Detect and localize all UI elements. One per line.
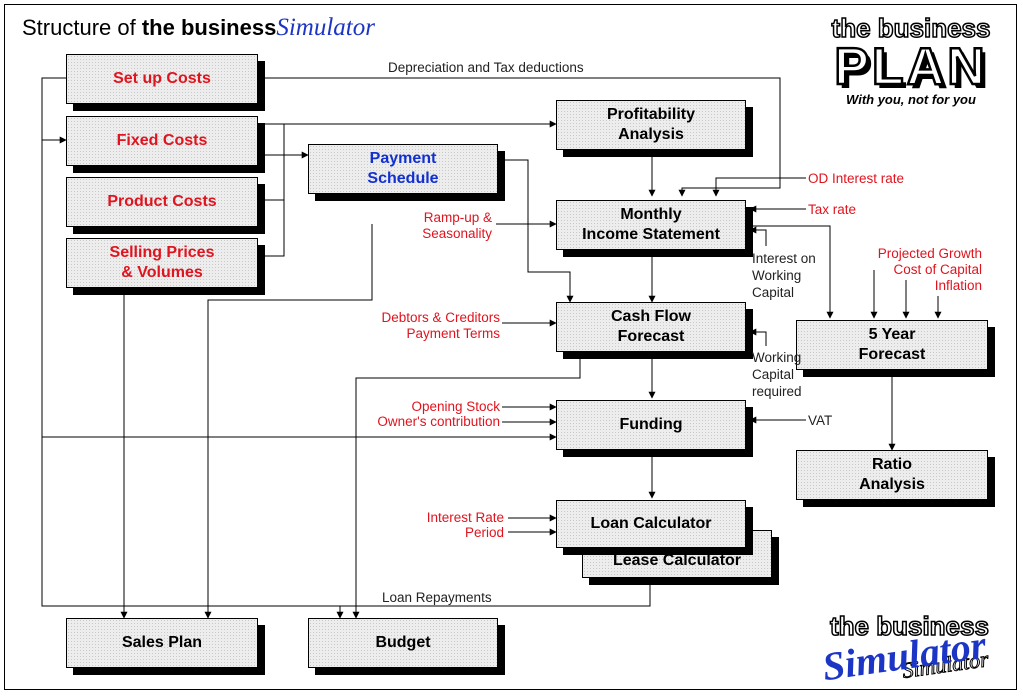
monthly-income-label-2: Income Statement (582, 226, 720, 243)
loan-calculator-box: Loan Calculator (556, 500, 746, 548)
payment-schedule-label-1: Payment (369, 150, 437, 167)
tax-rate-label: Tax rate (808, 202, 857, 217)
logo-plan-line1: the business (831, 13, 991, 43)
profitability-label-2: Analysis (618, 126, 684, 143)
ratio-label-2: Analysis (859, 476, 925, 493)
tagline-post: you (949, 92, 976, 107)
depreciation-label: Depreciation and Tax deductions (388, 60, 584, 75)
fixed-costs-box: Fixed Costs (66, 116, 258, 166)
ramp-up-label: Ramp-up &Seasonality (400, 210, 492, 242)
five-year-label-1: 5 Year (868, 326, 916, 343)
lease-calculator-label: Lease Calculator (612, 552, 742, 569)
interest-wc-line-3: Capital (752, 285, 795, 300)
logo-plan-tagline: With you, not for you (826, 92, 996, 108)
title-prefix: Structure of (22, 15, 142, 40)
interest-rate-label: Interest Rate (426, 510, 504, 525)
selling-prices-box: Selling Prices & Volumes (66, 238, 258, 288)
period-label: Period (464, 525, 504, 540)
title-bold: the business (141, 15, 277, 40)
monthly-income-label-1: Monthly (620, 206, 682, 223)
profitability-label-1: Profitability (606, 106, 695, 123)
title-script: Simulator (276, 14, 375, 41)
sales-plan-box: Sales Plan (66, 618, 258, 668)
budget-label: Budget (375, 634, 431, 651)
page-title: Structure of the businessSimulator (22, 14, 375, 42)
inflation-label: Inflation (934, 278, 982, 293)
ramp-up-line-2: Seasonality (422, 226, 492, 241)
product-costs-box: Product Costs (66, 177, 258, 227)
projected-growth-label: Projected Growth (877, 246, 982, 261)
logo-plan-line2: PLAN (833, 38, 988, 96)
logo-sim-line1: the business (829, 611, 989, 641)
payment-schedule-label-2: Schedule (367, 170, 439, 187)
wc-req-line-1: Working (752, 350, 802, 365)
tagline-em: for (931, 92, 950, 107)
owners-contribution-label: Owner's contribution (377, 414, 500, 429)
cash-flow-label-1: Cash Flow (610, 308, 691, 325)
setup-costs-label: Set up Costs (113, 70, 211, 87)
funding-label: Funding (619, 416, 683, 433)
five-year-label-2: Forecast (858, 346, 926, 363)
wc-req-line-2: Capital (752, 367, 795, 382)
cost-of-capital-label: Cost of Capital (893, 262, 982, 277)
opening-stock-label: Opening Stock (411, 399, 500, 414)
funding-box: Funding (556, 400, 746, 450)
interest-wc-line-1: Interest on (752, 251, 816, 266)
vat-label: VAT (808, 413, 833, 428)
budget-box: Budget (308, 618, 498, 668)
debtors-line-1: Debtors & Creditors (381, 310, 500, 325)
business-simulator-logo: Simulator the business Simulator (820, 611, 1002, 689)
selling-prices-label-1: Selling Prices (109, 244, 215, 261)
interest-wc-line-2: Working (752, 268, 802, 283)
fixed-costs-label: Fixed Costs (116, 132, 208, 149)
wc-req-line-3: required (752, 384, 802, 399)
ramp-up-line-1: Ramp-up & (423, 210, 492, 225)
tagline-pre: With you, not (846, 92, 932, 107)
setup-costs-box: Set up Costs (66, 54, 258, 104)
od-interest-label: OD Interest rate (808, 171, 905, 186)
loan-repayments-label: Loan Repayments (382, 590, 492, 605)
ratio-label-1: Ratio (872, 456, 912, 473)
loan-calculator-label: Loan Calculator (590, 515, 712, 532)
debtors-line-2: Payment Terms (406, 326, 500, 341)
sales-plan-label: Sales Plan (121, 634, 203, 651)
product-costs-label: Product Costs (107, 193, 217, 210)
diagram-frame (4, 4, 1017, 690)
business-plan-logo: the business PLAN With you, not for you (826, 13, 996, 114)
selling-prices-label-2: & Volumes (121, 264, 203, 281)
cash-flow-label-2: Forecast (617, 328, 685, 345)
